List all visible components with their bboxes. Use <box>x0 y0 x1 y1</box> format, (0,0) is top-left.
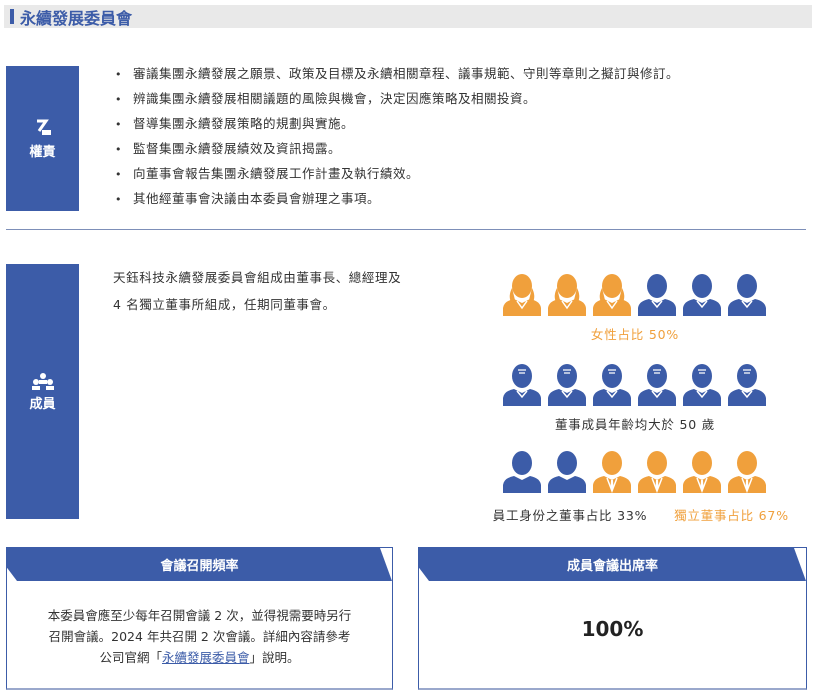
senior-person-icon <box>728 364 766 406</box>
gender-icon-row <box>502 270 767 316</box>
text: 」說明。 <box>249 650 300 665</box>
duties-list: 審議集團永續發展之願景、政策及目標及永續相關章程、議事規範、守則等章則之擬訂與修… <box>115 64 679 214</box>
meeting-text: 本委員會應至少每年召開會議 2 次，並得視需要時另行 召開會議。2024 年共召… <box>7 581 392 668</box>
female-person-icon <box>548 274 586 316</box>
independent-director-label: 獨立董事占比 67% <box>674 508 789 523</box>
suit-person-icon <box>728 451 766 493</box>
casual-person-icon <box>548 451 586 493</box>
text: 公司官網「 <box>99 650 162 665</box>
suit-person-icon <box>593 451 631 493</box>
senior-person-icon <box>683 364 721 406</box>
section-title-bar: 永續發展委員會 <box>4 5 812 28</box>
age-label: 董事成員年齡均大於 50 歲 <box>554 417 716 432</box>
card-header: 成員會議出席率 <box>419 548 806 581</box>
group-icon <box>31 372 54 390</box>
suit-person-icon <box>683 451 721 493</box>
senior-person-icon <box>503 364 541 406</box>
page-title: 永續發展委員會 <box>20 8 133 28</box>
attendance-rate: 100% <box>581 617 644 641</box>
text-line: 本委員會應至少每年召開會議 2 次，並得視需要時另行 <box>47 608 352 623</box>
duties-label: 權責 <box>29 144 56 160</box>
list-item: 辨識集團永續發展相關議題的風險與機會，決定因應策略及相關投資。 <box>115 89 679 114</box>
age-icon-row <box>502 360 767 406</box>
role-icon-row <box>502 447 767 493</box>
list-item: 其他經董事會決議由本委員會辦理之事項。 <box>115 189 679 214</box>
senior-person-icon <box>593 364 631 406</box>
attendance-card: 成員會議出席率 100% <box>418 547 807 690</box>
card-header: 會議召開頻率 <box>7 548 392 581</box>
female-person-icon <box>593 274 631 316</box>
title-accent <box>10 9 14 24</box>
list-item: 審議集團永續發展之願景、政策及目標及永續相關章程、議事規範、守則等章則之擬訂與修… <box>115 64 679 89</box>
suit-person-icon <box>638 451 676 493</box>
casual-person-icon <box>503 451 541 493</box>
list-item: 監督集團永續發展績效及資訊揭露。 <box>115 139 679 164</box>
intro-line: 4 名獨立董事所組成，任期同董事會。 <box>113 297 336 312</box>
male-person-icon <box>683 274 721 316</box>
text-line: 召開會議。2024 年共召開 2 次會議。詳細內容請參考 <box>48 629 351 644</box>
employee-director-label: 員工身份之董事占比 33% <box>492 508 648 523</box>
senior-person-icon <box>638 364 676 406</box>
male-person-icon <box>728 274 766 316</box>
female-person-icon <box>503 274 541 316</box>
members-label: 成員 <box>29 396 56 412</box>
committee-link[interactable]: 永續發展委員會 <box>161 650 250 665</box>
members-label-box: 成員 <box>6 264 79 519</box>
list-item: 督導集團永續發展策略的規劃與實施。 <box>115 114 679 139</box>
meeting-frequency-card: 會議召開頻率 本委員會應至少每年召開會議 2 次，並得視需要時另行 召開會議。2… <box>6 547 393 690</box>
senior-person-icon <box>548 364 586 406</box>
intro-line: 天鈺科技永續發展委員會組成由董事長、總經理及 <box>113 270 402 285</box>
gavel-icon <box>36 119 51 135</box>
female-ratio-label: 女性占比 50% <box>590 327 680 342</box>
divider <box>6 229 806 230</box>
male-person-icon <box>638 274 676 316</box>
duties-label-box: 權責 <box>6 66 79 211</box>
members-intro: 天鈺科技永續發展委員會組成由董事長、總經理及 4 名獨立董事所組成，任期同董事會。 <box>113 264 473 318</box>
list-item: 向董事會報告集團永續發展工作計畫及執行績效。 <box>115 164 679 189</box>
